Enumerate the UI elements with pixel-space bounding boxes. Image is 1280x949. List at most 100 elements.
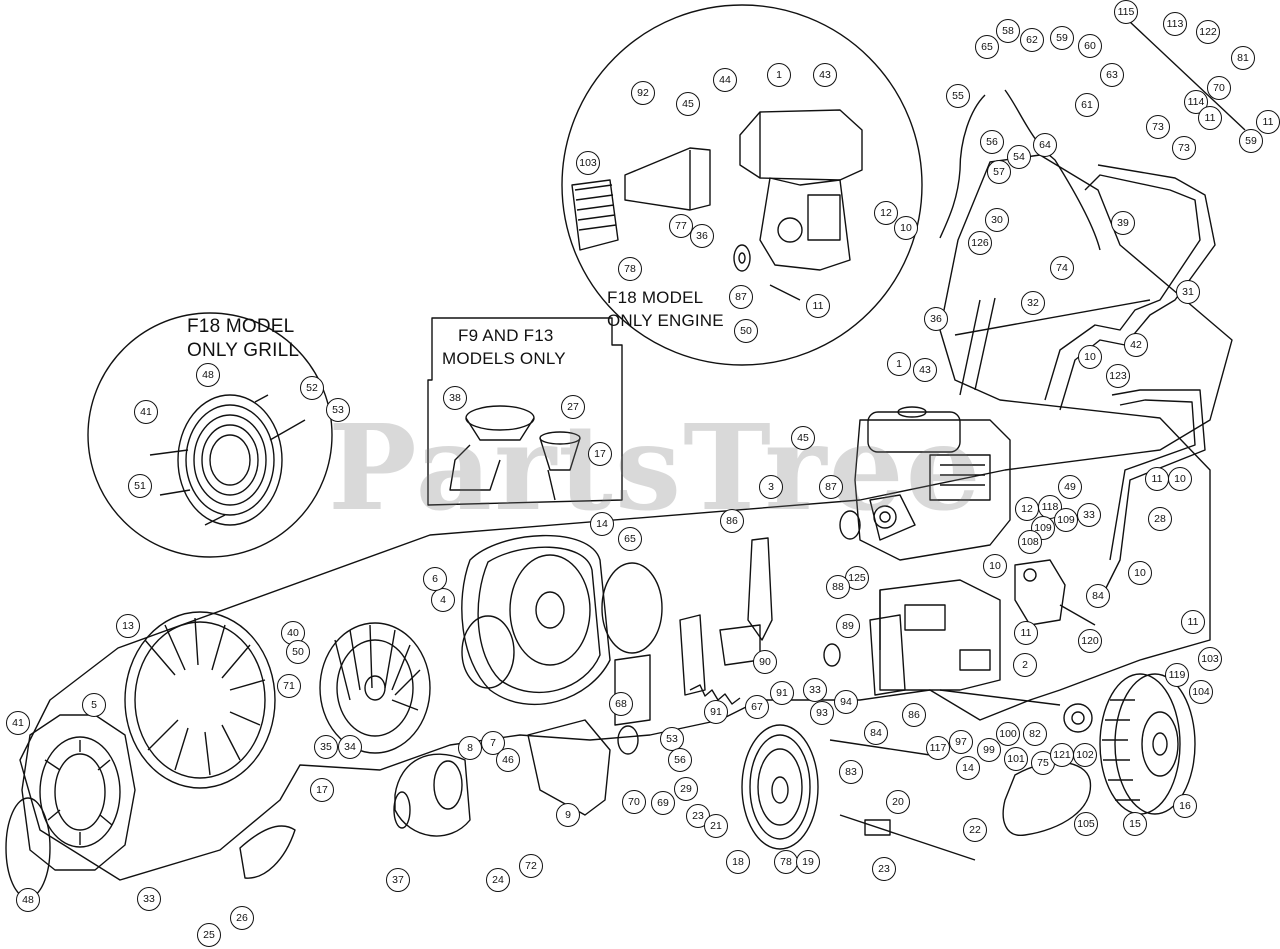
part-callout: 67 bbox=[745, 695, 769, 719]
part-callout: 126 bbox=[968, 231, 992, 255]
part-callout: 10 bbox=[1128, 561, 1152, 585]
grill-inset bbox=[149, 394, 306, 526]
part-callout: 60 bbox=[1078, 34, 1102, 58]
part-callout: 86 bbox=[720, 509, 744, 533]
part-callout: 2 bbox=[1013, 653, 1037, 677]
f9-f13-parts bbox=[449, 405, 581, 501]
engine-frame bbox=[869, 579, 1001, 696]
part-callout: 36 bbox=[690, 224, 714, 248]
part-callout: 120 bbox=[1078, 629, 1102, 653]
part-callout: 62 bbox=[1020, 28, 1044, 52]
part-callout: 12 bbox=[1015, 497, 1039, 521]
part-callout: 37 bbox=[386, 868, 410, 892]
scroll-housing bbox=[461, 534, 611, 706]
part-callout: 36 bbox=[924, 307, 948, 331]
part-callout: 73 bbox=[1172, 136, 1196, 160]
part-callout: 103 bbox=[576, 151, 600, 175]
part-callout: 123 bbox=[1106, 364, 1130, 388]
part-callout: 84 bbox=[1086, 584, 1110, 608]
part-callout: 70 bbox=[1207, 76, 1231, 100]
part-callout: 10 bbox=[1168, 467, 1192, 491]
part-callout: 11 bbox=[1181, 610, 1205, 634]
caption-f9-f13-line2: MODELS ONLY bbox=[442, 349, 566, 368]
part-callout: 22 bbox=[963, 818, 987, 842]
part-callout: 117 bbox=[926, 736, 950, 760]
caption-f9-f13-line1: F9 AND F13 bbox=[458, 326, 554, 345]
part-callout: 125 bbox=[845, 566, 869, 590]
part-callout: 68 bbox=[609, 692, 633, 716]
part-callout: 34 bbox=[338, 735, 362, 759]
part-callout: 6 bbox=[423, 567, 447, 591]
part-callout: 109 bbox=[1031, 516, 1055, 540]
part-callout: 53 bbox=[326, 398, 350, 422]
part-callout: 38 bbox=[443, 386, 467, 410]
part-callout: 104 bbox=[1189, 680, 1213, 704]
part-callout: 17 bbox=[310, 778, 334, 802]
engine-main bbox=[854, 406, 1011, 561]
part-callout: 121 bbox=[1050, 743, 1074, 767]
part-callout: 16 bbox=[1173, 794, 1197, 818]
part-callout: 55 bbox=[946, 84, 970, 108]
part-callout: 33 bbox=[137, 887, 161, 911]
part-callout: 14 bbox=[590, 512, 614, 536]
watermark: PartsTree bbox=[328, 398, 983, 537]
part-callout: 100 bbox=[996, 722, 1020, 746]
part-callout: 109 bbox=[1054, 508, 1078, 532]
spring-67 bbox=[689, 684, 741, 705]
part-callout: 42 bbox=[1124, 333, 1148, 357]
part-callout: 28 bbox=[1148, 507, 1172, 531]
part-callout: 73 bbox=[1146, 115, 1170, 139]
gearbox bbox=[1014, 559, 1096, 626]
part-callout: 11 bbox=[1256, 110, 1280, 134]
sprocket bbox=[1063, 703, 1093, 733]
part-callout: 43 bbox=[813, 63, 837, 87]
f9-f13-box bbox=[427, 317, 623, 506]
part-callout: 71 bbox=[277, 674, 301, 698]
handle-rod bbox=[1129, 21, 1246, 131]
part-callout: 14 bbox=[956, 756, 980, 780]
v-belt bbox=[747, 537, 773, 641]
part-callout: 15 bbox=[1123, 812, 1147, 836]
intake-grill bbox=[21, 714, 136, 871]
part-callout: 103 bbox=[1198, 647, 1222, 671]
grill-inset-circle bbox=[87, 312, 333, 558]
impeller bbox=[319, 622, 431, 754]
part-callout: 83 bbox=[839, 760, 863, 784]
part-callout: 88 bbox=[826, 575, 850, 599]
part-callout: 77 bbox=[669, 214, 693, 238]
part-callout: 10 bbox=[1078, 345, 1102, 369]
part-callout: 1 bbox=[887, 352, 911, 376]
part-callout: 78 bbox=[774, 850, 798, 874]
part-callout: 8 bbox=[458, 736, 482, 760]
part-callout: 69 bbox=[651, 791, 675, 815]
part-callout: 65 bbox=[618, 527, 642, 551]
part-callout: 23 bbox=[872, 857, 896, 881]
part-callout: 29 bbox=[674, 777, 698, 801]
part-callout: 44 bbox=[713, 68, 737, 92]
part-callout: 33 bbox=[1077, 503, 1101, 527]
part-callout: 59 bbox=[1239, 129, 1263, 153]
part-callout: 97 bbox=[949, 730, 973, 754]
part-callout: 12 bbox=[874, 201, 898, 225]
part-callout: 24 bbox=[486, 868, 510, 892]
part-callout: 59 bbox=[1050, 26, 1074, 50]
part-callout: 27 bbox=[561, 395, 585, 419]
part-callout: 11 bbox=[1014, 621, 1038, 645]
part-callout: 119 bbox=[1165, 663, 1189, 687]
part-callout: 81 bbox=[1231, 46, 1255, 70]
part-callout: 56 bbox=[980, 130, 1004, 154]
part-callout: 52 bbox=[300, 376, 324, 400]
caption-f18-engine-line2: ONLY ENGINE bbox=[607, 311, 724, 330]
part-callout: 86 bbox=[902, 703, 926, 727]
part-callout: 91 bbox=[770, 681, 794, 705]
part-callout: 92 bbox=[631, 81, 655, 105]
part-callout: 9 bbox=[556, 803, 580, 827]
part-callout: 94 bbox=[834, 690, 858, 714]
part-callout: 50 bbox=[286, 640, 310, 664]
rear-axle bbox=[899, 834, 976, 861]
part-callout: 53 bbox=[660, 727, 684, 751]
part-callout: 11 bbox=[1198, 106, 1222, 130]
part-callout: 93 bbox=[810, 701, 834, 725]
part-callout: 41 bbox=[134, 400, 158, 424]
part-callout: 122 bbox=[1196, 20, 1220, 44]
